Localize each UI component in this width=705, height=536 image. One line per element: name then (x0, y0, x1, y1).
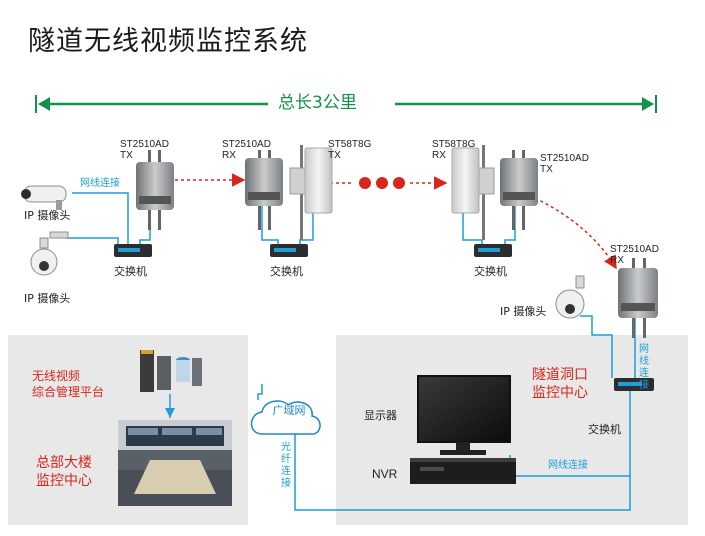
nvr-label: NVR (372, 467, 398, 481)
switch-1 (114, 244, 152, 257)
ip-camera-label: IP 摄像头 (500, 305, 547, 318)
display-label: 显示器 (364, 409, 397, 422)
device-label-rx1: ST2510AD RX (222, 139, 271, 161)
fiber-connection-label: 光纤连接 (281, 442, 291, 489)
ip-camera-label: IP 摄像头 (24, 292, 71, 305)
dome-camera-icon (30, 231, 69, 276)
radio-tx1-icon (136, 150, 174, 230)
device-label-rx2: ST58T8G RX (432, 139, 476, 161)
switch-label: 交换机 (270, 265, 303, 278)
switch-label: 交换机 (114, 265, 147, 278)
device-label-tx1: ST2510AD TX (120, 139, 169, 161)
network-connection-label: 网线连接 (80, 178, 120, 189)
nvr-icon (410, 458, 516, 484)
diagram-title: 隧道无线视频监控系统 (28, 26, 308, 57)
bullet-camera-icon (21, 185, 67, 210)
dome-camera-2-icon (555, 275, 585, 319)
control-room-photo (118, 420, 232, 506)
wan-label: 广域网 (272, 404, 306, 417)
network-connection-vertical-label: 网线连接 (639, 344, 649, 391)
tunnel-monitoring-center-label: 隧道洞口监控中心 (532, 367, 588, 401)
panel-tx2-icon (289, 145, 333, 240)
monitor-icon (417, 375, 511, 455)
device-label-tx2: ST58T8G TX (328, 139, 372, 161)
distance-label: 总长3公里 (272, 95, 363, 112)
switch-label: 交换机 (474, 265, 507, 278)
server-platform-icon (140, 350, 202, 392)
relay-dot (393, 177, 405, 189)
device-label-tx3: ST2510AD TX (540, 153, 589, 175)
switch-3 (474, 244, 512, 257)
wireless-links (175, 173, 617, 270)
device-label-rx3: ST2510AD RX (610, 244, 659, 266)
relay-dot (376, 177, 388, 189)
hq-monitoring-center-label: 总部大楼监控中心 (36, 455, 92, 489)
switch-4 (614, 378, 654, 391)
wan-cloud-icon (250, 400, 321, 435)
switch-label: 交换机 (588, 423, 621, 436)
radio-rx1-icon (245, 150, 283, 230)
radio-rx3-icon (618, 258, 658, 338)
radio-tx3-icon (500, 150, 538, 230)
relay-dot (359, 177, 371, 189)
platform-label: 无线视频综合管理平台 (32, 369, 105, 399)
fiber-line (294, 432, 631, 511)
ip-camera-label: IP 摄像头 (24, 209, 71, 222)
network-connection-label: 网线连接 (548, 460, 588, 471)
distance-arrow (35, 95, 657, 113)
switch-2 (270, 244, 308, 257)
panel-rx2-icon (451, 145, 495, 240)
